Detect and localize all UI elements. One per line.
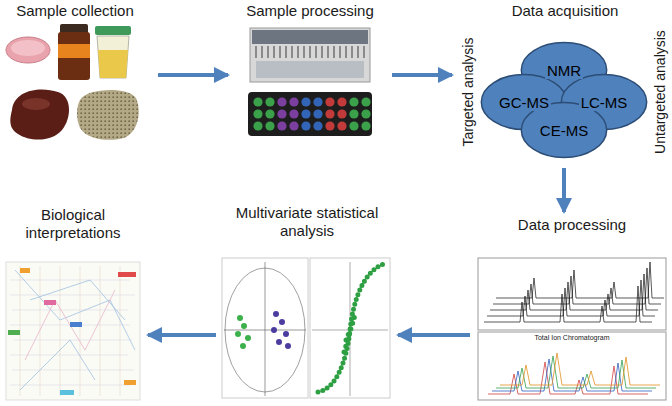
stage-panel: Data acquisitionNMR GC-MS LC-MS CE-MS — [476, 2, 654, 162]
map-marker — [20, 268, 30, 273]
spectrum-trace — [496, 262, 664, 298]
technique-label: CE-MS — [538, 122, 590, 139]
spectra-frame — [478, 258, 666, 330]
technique-label: LC-MS — [579, 94, 630, 111]
chromatogram-trace — [492, 359, 652, 391]
stage-title: Data acquisition — [476, 2, 654, 20]
flow-arrow — [562, 168, 566, 212]
instrument — [250, 28, 370, 82]
chromatogram-frame — [478, 332, 666, 400]
instrument-panel — [252, 30, 368, 44]
plot-axes — [224, 262, 306, 396]
cap-group — [324, 96, 348, 132]
s-plot-frame — [310, 258, 390, 398]
spectrum-trace — [493, 268, 661, 304]
stage-title: Biological interpretations — [8, 206, 138, 242]
map-lines — [20, 266, 120, 396]
seed-sample — [77, 90, 139, 140]
chromatogram-trace — [488, 362, 648, 394]
axis-label: Untargeted analysis — [652, 30, 668, 154]
map-marker — [60, 390, 74, 395]
cap-group — [252, 96, 276, 132]
map-marker — [118, 272, 136, 277]
map-marker — [8, 330, 20, 335]
group-dots — [271, 311, 291, 349]
stage-title: Sample processing — [240, 2, 380, 20]
map-marker — [124, 380, 136, 385]
map-lines — [15, 270, 135, 390]
technique-label: NMR — [545, 62, 583, 79]
map-lines — [25, 290, 115, 360]
flow-arrow — [398, 333, 470, 337]
plot-axes — [312, 262, 388, 396]
tissue-sample — [10, 89, 69, 139]
ellipse-shape — [521, 102, 606, 157]
cap-group — [300, 96, 324, 132]
chromatogram-trace — [500, 353, 660, 385]
stage-title: Multivariate statistical analysis — [235, 204, 380, 240]
stage-panel: Biological interpretations — [4, 206, 142, 402]
chromatogram-trace — [496, 356, 656, 388]
cap-group — [348, 96, 372, 132]
map-lines — [10, 280, 135, 385]
tissue-highlight — [22, 98, 50, 110]
petri-dish-inner — [11, 40, 45, 56]
score-plot-frame — [222, 258, 308, 398]
cup-cap — [95, 26, 131, 35]
flow-arrow — [392, 73, 452, 77]
stage-panel: Multivariate statistical analysis — [222, 204, 392, 402]
pathway-map — [6, 262, 140, 400]
stage-panel: Sample collection — [4, 2, 146, 142]
instrument-front — [256, 61, 364, 78]
stage-title: Sample collection — [4, 2, 146, 20]
s-plot-dots — [344, 312, 356, 352]
map-marker — [44, 300, 56, 305]
jar-body — [58, 32, 90, 80]
stage-panel: Data processing — [476, 216, 668, 402]
flow-arrow — [148, 333, 216, 337]
cup-body — [97, 36, 129, 78]
technique-label: GC-MS — [497, 94, 551, 111]
jar-label — [58, 44, 90, 58]
cap-group — [276, 96, 300, 132]
axis-label: Targeted analysis — [460, 38, 476, 147]
stage-panel: Sample processing — [240, 2, 380, 140]
flow-arrow — [158, 73, 228, 77]
tube-rack — [248, 92, 372, 136]
spectrum-trace — [490, 274, 658, 310]
instrument-tubes — [256, 46, 364, 58]
stage-title: Data processing — [476, 216, 668, 234]
cup-liquid — [98, 50, 128, 78]
s-plot-dots — [318, 264, 384, 392]
chart-title: Total Ion Chromatogram — [532, 334, 611, 342]
map-marker — [70, 322, 82, 327]
petri-dish — [6, 37, 50, 63]
group-dots — [235, 315, 251, 349]
